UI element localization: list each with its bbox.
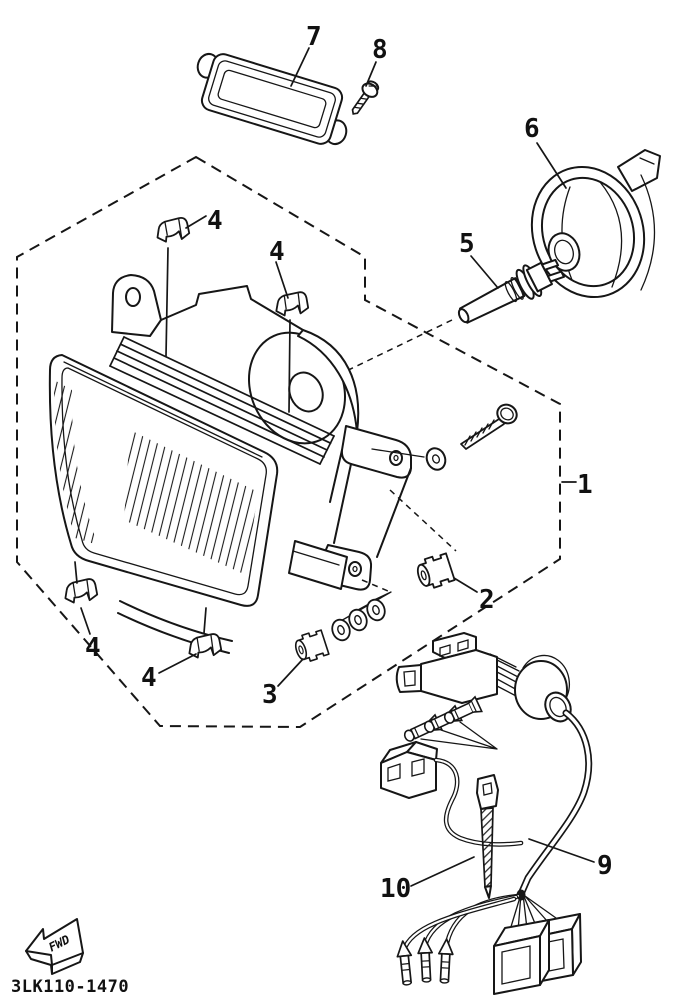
seal-frame	[109, 336, 335, 465]
clip-mount-line	[74, 561, 78, 584]
spade-terminals	[401, 696, 498, 750]
clip-mount-line	[165, 247, 169, 357]
two-pin-connector	[380, 741, 438, 799]
callout-4d-leader	[158, 653, 197, 674]
callout-8-leader	[365, 61, 377, 87]
clip-mount-line	[203, 607, 207, 634]
callout-5-leader	[470, 255, 499, 289]
headlight-lens	[48, 354, 279, 607]
callout-7: 7	[306, 22, 322, 52]
washer-mount-line	[361, 579, 389, 592]
fan-wires	[509, 893, 557, 932]
callout-6: 6	[524, 114, 540, 144]
bullet-terminals	[394, 936, 455, 987]
callout-10: 10	[380, 874, 411, 904]
lens-hatching	[124, 430, 258, 575]
callout-6-leader	[536, 142, 567, 189]
adjust-bolt	[460, 403, 518, 450]
callout-2: 2	[479, 585, 495, 615]
washer-leader	[371, 448, 425, 458]
housing	[111, 274, 412, 654]
connector-blocks	[493, 913, 582, 995]
cable-band	[476, 774, 499, 899]
bulb-cover	[530, 149, 661, 299]
callout-4-top-right: 4	[269, 237, 285, 267]
callout-4c-leader	[80, 607, 91, 635]
connector-latch	[395, 664, 422, 693]
callout-10-leader	[410, 856, 475, 887]
callout-9-leader	[528, 838, 595, 863]
headlight-bulb	[457, 258, 566, 324]
screw	[351, 80, 380, 115]
washer	[425, 447, 447, 471]
wire-harness	[380, 632, 593, 995]
fwd-arrow: FWD	[25, 918, 84, 975]
headlight-unit	[48, 274, 412, 654]
callout-8: 8	[372, 35, 388, 65]
grommet-mount-line	[389, 489, 457, 552]
lens-hatching	[53, 380, 98, 545]
part-code: 3LK110-1470	[11, 977, 129, 997]
callout-4-bottom-left: 4	[85, 633, 101, 663]
callout-3: 3	[262, 680, 278, 710]
headlight-connector	[395, 632, 521, 704]
clip-mount-line	[288, 319, 291, 413]
position-lamp	[196, 52, 348, 146]
callout-1: 1	[577, 470, 593, 500]
callout-4-top-left: 4	[207, 206, 223, 236]
callout-5: 5	[459, 229, 475, 259]
callout-4a-leader	[185, 215, 207, 229]
callout-4b-leader	[275, 261, 289, 299]
callout-2-leader	[453, 577, 478, 593]
callout-7-leader	[290, 47, 310, 87]
callout-9: 9	[597, 851, 613, 881]
callout-3-leader	[277, 658, 304, 687]
callout-4-bottom-right: 4	[141, 663, 157, 693]
assembly-boundary	[16, 155, 577, 729]
